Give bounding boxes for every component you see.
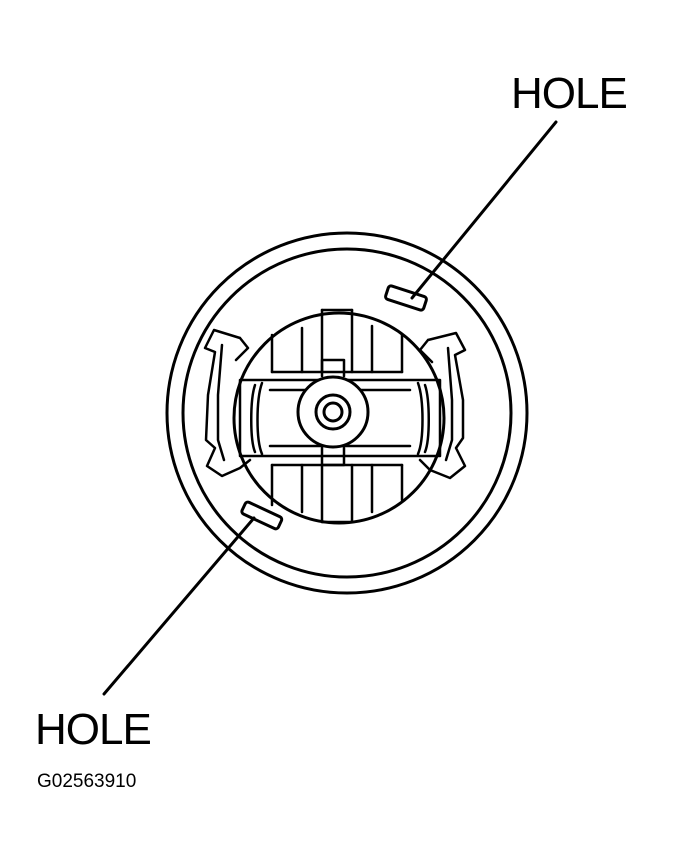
hole-label-bottom: HOLE (35, 705, 152, 754)
right-clip (418, 331, 467, 480)
hole-label-top: HOLE (511, 69, 628, 118)
outer-ring (165, 231, 529, 595)
leader-line-bottom (102, 516, 256, 696)
hub-outer (296, 375, 370, 449)
left-clip (203, 328, 252, 478)
inner-ring (181, 247, 513, 579)
hub-center (322, 401, 344, 423)
hole-top-slot (384, 284, 428, 312)
hub-keys (320, 358, 346, 467)
figure-id: G02563910 (37, 771, 137, 792)
hole-bottom-slot (240, 500, 284, 531)
leader-line-top (410, 120, 558, 300)
hub-ring (314, 393, 352, 431)
